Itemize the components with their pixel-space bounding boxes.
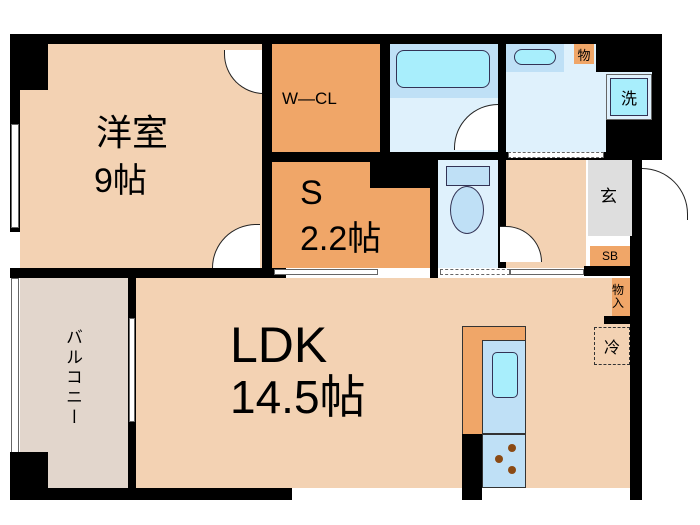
bathtub-icon	[396, 50, 490, 88]
hallway-door[interactable]	[510, 269, 584, 275]
balcony-railing	[11, 278, 19, 478]
outer-wall-right-upper	[650, 34, 662, 160]
room-size-ldk: 14.5帖	[230, 371, 366, 423]
sliding-door-washroom[interactable]	[508, 152, 604, 158]
room-label-entrance: 玄	[600, 187, 617, 206]
room-walk-in-closet	[272, 44, 380, 152]
wall-bath-east	[498, 34, 506, 164]
washbasin-icon	[514, 49, 556, 65]
toilet-tank-icon	[446, 166, 490, 186]
room-western	[20, 44, 264, 268]
storage-top-tag: 物	[574, 44, 594, 64]
outer-wall-top-right	[262, 34, 662, 44]
room-label-wcl: W—CL	[282, 89, 337, 108]
wall-western-south	[10, 268, 286, 278]
wall-service-east	[430, 152, 438, 278]
burner-icon-2	[495, 455, 503, 463]
room-size-western: 9帖	[94, 162, 147, 200]
front-door[interactable]	[642, 168, 688, 220]
balcony-label: バルコニー	[63, 328, 82, 428]
outer-wall-top	[10, 34, 312, 46]
storage-ldk-tag: 物入	[612, 278, 630, 316]
wall-storage-ldk	[604, 316, 632, 324]
window-western-room[interactable]	[11, 124, 19, 228]
toilet-bowl-icon	[450, 186, 484, 234]
wall-entrance-south	[584, 266, 642, 276]
shoe-box-tag: SB	[590, 246, 630, 266]
kitchen-sink-icon	[492, 352, 518, 398]
room-ldk	[136, 278, 630, 488]
wall-wcl-east	[380, 34, 390, 164]
burner-icon-3	[508, 466, 516, 474]
sliding-door-toilet[interactable]	[440, 269, 510, 275]
room-entrance	[588, 160, 632, 236]
wall-western-east	[262, 34, 272, 278]
room-label-service: S	[300, 174, 323, 212]
wall-service-notch	[370, 162, 430, 188]
column-top-left	[10, 34, 48, 90]
room-label-ldk: LDK	[230, 317, 328, 373]
outer-wall-right-lower	[630, 160, 642, 500]
column-bottom-left	[10, 452, 48, 500]
outer-wall-bottom-right	[128, 488, 292, 500]
room-size-service: 2.2帖	[300, 220, 382, 258]
fridge-space: 冷	[594, 327, 630, 365]
wall-wcl-south	[272, 152, 438, 162]
wall-washroom-ne	[596, 34, 652, 72]
wall-toilet-east	[498, 152, 506, 268]
kitchen-pillar	[462, 434, 482, 500]
window-ldk[interactable]	[129, 318, 135, 422]
burner-icon-1	[508, 444, 516, 452]
washer-icon: 洗	[610, 78, 648, 116]
stove-area	[482, 434, 526, 488]
sliding-door-service[interactable]	[274, 269, 378, 275]
room-label-western: 洋室	[96, 112, 169, 153]
